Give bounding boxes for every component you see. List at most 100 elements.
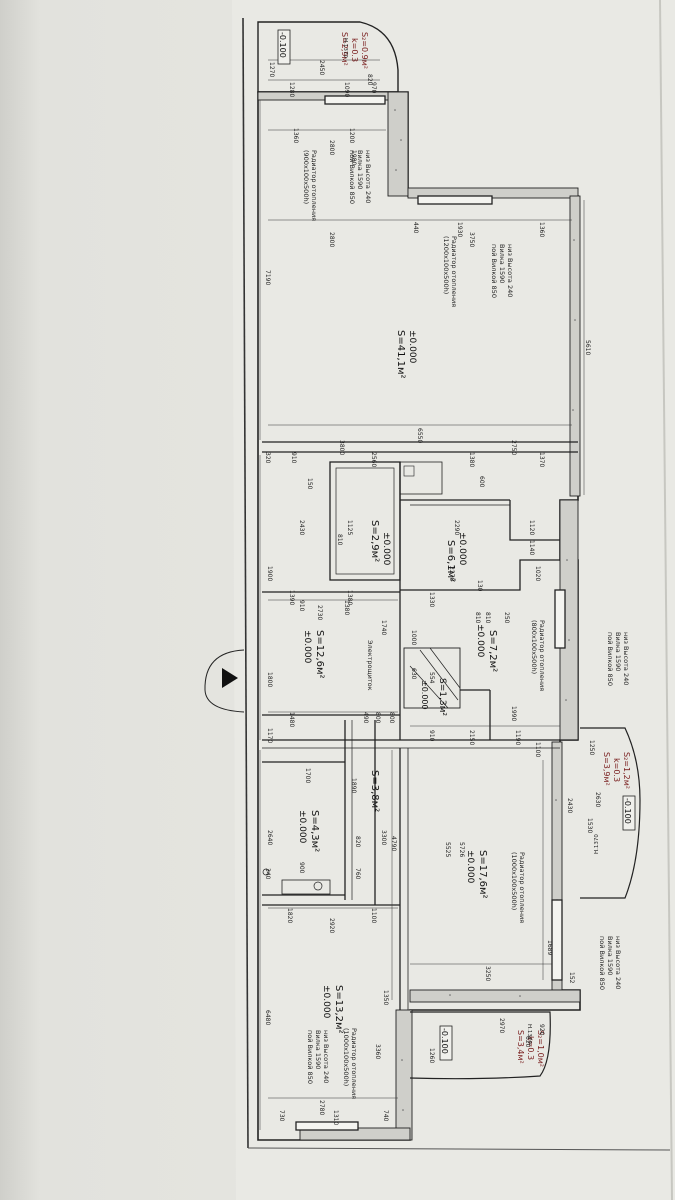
balcony-level-right: -0.100	[623, 798, 632, 824]
dimension-label: 250	[503, 612, 510, 624]
dimension-label: 3750	[468, 232, 475, 247]
window-note-2-line1: низ Высота 240	[506, 244, 514, 297]
window-note-3-line2: Вилка 1590	[614, 632, 622, 671]
window-note-5-line1: низ Высота 240	[322, 1030, 330, 1083]
dimension-label: 620	[524, 1036, 531, 1048]
dimension-label: 1330	[428, 592, 435, 607]
balcony-labels: -0.100 S=2,9м² k=0.3 S₂=0.9м² -0.100 S=3…	[277, 29, 636, 1067]
door-mark-bottom: Н.1370	[526, 1024, 532, 1044]
window-notes: низ Высота 240 Вилка 1590 пой Вилкой 850…	[306, 150, 630, 1084]
dimension-label: 554	[428, 672, 435, 684]
dimension-label: 1390	[288, 590, 295, 605]
dimension-label: 2800	[328, 232, 335, 247]
dimension-label: 2640	[266, 830, 273, 845]
room-level-bath: ±0.000	[457, 532, 467, 566]
window-note-2-line3: пой Вилкой 850	[490, 244, 498, 298]
dimension-label: 320	[264, 452, 271, 464]
side-balconies	[409, 727, 641, 1080]
dimension-label: 1270	[268, 62, 275, 77]
dimension-label: 1250	[588, 740, 595, 755]
dimension-label: 800	[374, 712, 381, 724]
dimension-label: 3360	[374, 1044, 381, 1059]
balcony-s2-bottom: S₂=1,0м²	[536, 1030, 545, 1067]
dimension-label: 1350	[382, 990, 389, 1005]
dimension-label: 1170	[266, 728, 273, 743]
dimension-label: 2430	[566, 798, 573, 813]
radiator-note-4-line1: Радиатор отопления	[518, 852, 526, 923]
dimension-label: 820	[354, 836, 361, 848]
dimension-label: 3300	[380, 830, 387, 845]
room-area-bedroom-2: S=13,2м²	[333, 985, 344, 1034]
window-note-3-line1: низ Высота 240	[622, 632, 630, 685]
room-level-stair: ±0.000	[420, 680, 429, 710]
room-area-bath: S=6,1м²	[445, 540, 456, 582]
paper-sheet	[232, 0, 675, 1200]
radiator-note-2-line1: Радиатор отопления	[450, 236, 458, 307]
room-area-bedroom: S=17,6м²	[477, 850, 488, 899]
dimension-label: 730	[278, 1110, 285, 1122]
dimension-label: 4790	[390, 836, 397, 851]
balcony-k-right: k=0.3	[612, 758, 621, 782]
dimension-label: 910	[428, 730, 435, 742]
dimension-label: 2270	[448, 566, 455, 581]
window-note-4-line2: Вилка 1590	[606, 936, 614, 975]
room-area-living: S=41,1м²	[395, 330, 406, 379]
room-level-bedroom-2: ±0.000	[321, 985, 331, 1019]
room-area-room-5: S=7,2м²	[487, 630, 498, 672]
balcony-k-top: k=0.3	[350, 38, 359, 62]
dimension-label: 1190	[514, 730, 521, 745]
radiator-note-3-line1: Радиатор отопления	[538, 620, 546, 691]
dimension-label: 1900	[266, 566, 273, 581]
dimension-label: 1820	[286, 908, 293, 923]
frame-line	[242, 17, 249, 1149]
dimension-label: 1120	[528, 520, 535, 535]
dimension-label: 1100	[370, 908, 377, 923]
wall-hatch-dots	[394, 109, 576, 1111]
dimension-label: 2560	[370, 452, 377, 467]
dimension-label: 2800	[328, 140, 335, 155]
dimension-label: 740	[382, 1110, 389, 1122]
room-area-wc: S=2,9м²	[369, 520, 380, 562]
dimension-label: 920	[538, 1024, 545, 1036]
dimension-label: 2920	[328, 918, 335, 933]
dimension-label: 2730	[316, 605, 323, 620]
dimension-label: 5610	[584, 340, 591, 355]
dimension-label: 2450	[318, 60, 325, 75]
dimension-label: 630	[410, 668, 417, 680]
room-labels: S=41,1м² ±0.000 S=2,9м² ±0.000 S=6,1м² ±…	[297, 330, 498, 1034]
room-level-hall: ±0.000	[302, 630, 312, 664]
balcony-area-right: S=3,9м²	[602, 752, 611, 786]
electric-panel-label: Электрощиток	[366, 640, 374, 691]
dimension-label: 1380	[468, 452, 475, 467]
entrance-door	[204, 649, 245, 713]
radiator-note-2-line2: (1200х100х500h)	[442, 236, 450, 294]
balcony-level-bottom: -0.100	[440, 1028, 449, 1054]
dimension-label: 2970	[498, 1018, 505, 1033]
entrance-arrow-icon	[222, 668, 238, 688]
dimension-label: 900	[298, 862, 305, 874]
room-area-bath-2: S=4,3м²	[309, 810, 320, 852]
window-note-2-line2: Вилка 1590	[498, 244, 506, 283]
dimension-label: 1310	[332, 1110, 339, 1125]
window-note-4-line1: низ Высота 240	[614, 936, 622, 989]
balcony-area-bottom: S=3,4м²	[516, 1030, 525, 1064]
dimension-label: 910	[290, 452, 297, 464]
dimension-label: 810	[484, 612, 491, 624]
dimension-label: 6480	[264, 1010, 271, 1025]
dimension-label: 910	[298, 600, 305, 612]
interior-walls	[262, 95, 578, 1131]
dimension-label: 2150	[468, 730, 475, 745]
balcony-area-top: S=2,9м²	[340, 32, 349, 66]
dimension-label: 1689	[546, 940, 553, 955]
radiator-note-5-line2: (1000х100х500h)	[342, 1028, 350, 1086]
dimension-label: 1980	[350, 150, 357, 165]
dimension-label: 600	[478, 476, 485, 488]
dimension-label: 1530	[586, 818, 593, 833]
dimension-label: 490	[362, 712, 369, 724]
radiator-note-1-line1: Радиатор отопления	[310, 150, 318, 221]
dimension-label: 970	[370, 82, 377, 94]
window-note-1-line1: низ Высота 240	[364, 150, 372, 203]
window-note-4-line3: пой Вилкой 850	[598, 936, 606, 990]
